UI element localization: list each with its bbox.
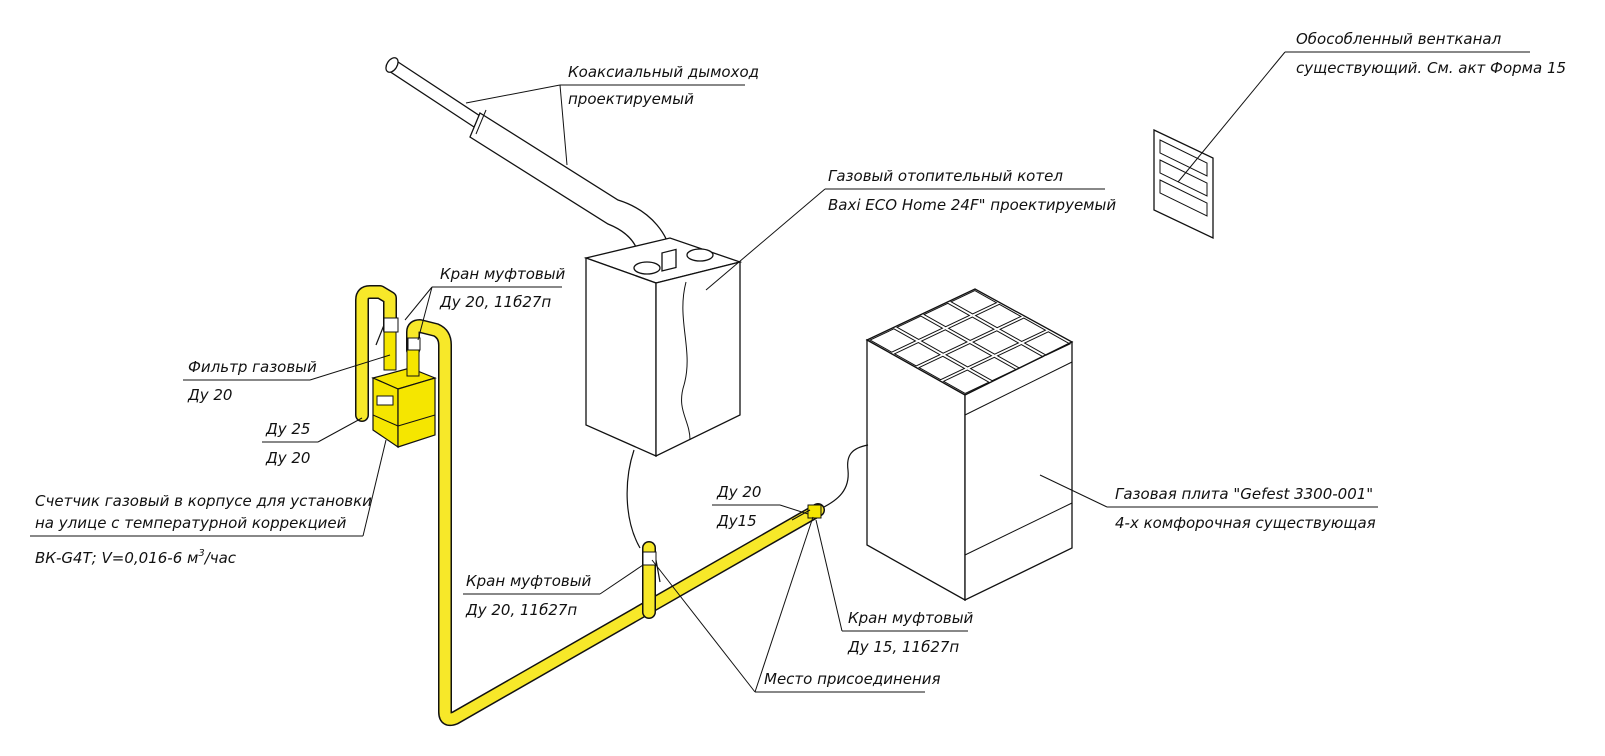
stove-label-1: Газовая плита "Gefest 3300-001"	[1115, 485, 1373, 503]
vent-label-2: существующий. См. акт Форма 15	[1296, 59, 1566, 77]
boiler-gas-hose	[626, 449, 641, 549]
reducer-label-1: Ду 25	[265, 420, 310, 438]
wall-gas-boiler-icon	[583, 237, 743, 458]
burner-cell	[950, 290, 998, 315]
burner-cell	[996, 344, 1044, 369]
valve-right-icon	[791, 504, 822, 521]
valve-mid-label-1: Кран муфтовый	[466, 572, 592, 590]
valve-right-label-1: Кран муфтовый	[848, 609, 974, 627]
burner-cell	[947, 316, 995, 341]
valve-right-label-2: Ду 15, 11б27п	[847, 638, 959, 656]
gas-filter-icon	[383, 329, 420, 377]
filter-label-1: Фильтр газовый	[188, 358, 317, 376]
reducer-label-2: Ду 20	[265, 449, 310, 467]
burner-cell	[896, 315, 944, 340]
valve-top-label-1: Кран муфтовый	[440, 265, 566, 283]
connection-label: Место присоединения	[764, 670, 941, 688]
burner-cell	[918, 355, 966, 381]
burner-cell	[1023, 331, 1071, 356]
burner-cell	[945, 343, 993, 368]
valve-top-label-2: Ду 20, 11б27п	[439, 293, 551, 311]
boiler-label-1: Газовый отопительный котел	[828, 167, 1063, 185]
burner-cell	[920, 329, 968, 354]
stove-label-2: 4-х комфорочная существующая	[1115, 514, 1376, 532]
coaxial-chimney-icon	[385, 57, 673, 266]
meter-label-2: на улице с температурной коррекцией	[35, 514, 347, 532]
valve-top-icon	[375, 317, 421, 351]
chimney-label-2: проектируемый	[568, 90, 694, 108]
boiler-label-2: Baxi ECO Home 24F" проектируемый	[828, 196, 1116, 214]
meter-label-1: Счетчик газовый в корпусе для установки	[35, 492, 372, 510]
pipe-size-label-2: Ду15	[716, 512, 757, 530]
burner-cell	[942, 369, 990, 394]
valve-mid-label-2: Ду 20, 11б27п	[465, 601, 577, 619]
burner-cell	[999, 317, 1047, 342]
filter-label-2: Ду 20	[187, 386, 232, 404]
gas-stove-icon	[865, 288, 1074, 602]
burner-cell	[972, 330, 1020, 355]
stove-burner-grid	[869, 290, 1071, 394]
gas-meter-icon	[371, 367, 437, 449]
burner-cell	[974, 303, 1022, 329]
burner-cell	[969, 356, 1017, 382]
chimney-label-1: Коаксиальный дымоход	[568, 63, 759, 81]
vent-grille-icon	[1153, 128, 1214, 240]
burner-cell	[893, 342, 941, 367]
stove-gas-hose	[821, 444, 869, 509]
gas-pipeline	[355, 285, 825, 727]
vent-label-1: Обособленный вентканал	[1296, 30, 1502, 48]
leader-lines	[30, 51, 1530, 693]
pipe-size-label-1: Ду 20	[716, 483, 761, 501]
burner-cell	[923, 302, 971, 328]
burner-cell	[869, 328, 917, 353]
meter-label-3: ВК-G4Т; V=0,016-6 м3/час	[35, 548, 237, 567]
